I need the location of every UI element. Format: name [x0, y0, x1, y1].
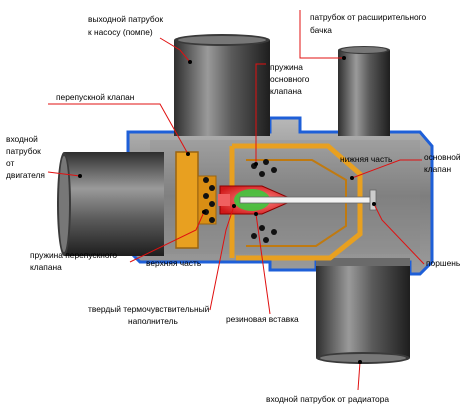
label-main-valve-spring: пружина основного клапана: [254, 62, 310, 166]
label-spring-line-3: клапана: [270, 86, 302, 96]
label-engine-line-3: от: [6, 158, 14, 168]
label-spring-line-1: пружина: [270, 62, 303, 72]
label-engine-line-1: входной: [6, 134, 38, 144]
label-filler-line-2: наполнитель: [128, 316, 178, 326]
main-valve-spring: [251, 159, 277, 243]
label-outlet-line-1: выходной патрубок: [88, 14, 163, 24]
label-rubber-insert: резиновая вставка: [226, 212, 299, 324]
label-piston: поршень: [372, 202, 461, 268]
radiator-inlet-pipe: [316, 258, 410, 364]
label-piston-text: поршень: [426, 258, 461, 268]
label-outlet-line-2: к насосу (помпе): [88, 27, 153, 37]
label-spring-line-2: основного: [270, 74, 310, 84]
piston-rod: [239, 189, 377, 211]
expansion-tank-pipe: [338, 46, 390, 136]
label-main-valve: основной клапан: [350, 152, 461, 180]
label-main-valve-line-2: клапан: [424, 164, 451, 174]
label-rubber-insert-text: резиновая вставка: [226, 314, 299, 324]
engine-inlet-pipe: [57, 152, 164, 256]
label-bypass-valve-text: перепускной клапан: [56, 92, 135, 102]
outlet-pipe-to-pump: [174, 34, 270, 136]
label-engine-line-2: патрубок: [6, 146, 41, 156]
label-filler-line-1: твердый термочувствительный: [88, 304, 210, 314]
label-lower-part-text: нижняя часть: [340, 154, 393, 164]
label-upper-part: верхняя часть: [146, 258, 202, 268]
label-bypass-spring-line-2: клапана: [30, 262, 62, 272]
label-bypass-spring-line-1: пружина перепускного: [30, 250, 117, 260]
label-tank-line-1: патрубок от расширительного: [310, 12, 427, 22]
label-solid-filler: твердый термочувствительный наполнитель: [88, 204, 236, 326]
label-lower-part: нижняя часть: [340, 154, 393, 164]
label-tank-line-2: бачка: [310, 25, 332, 35]
label-expansion-tank: патрубок от расширительного бачка: [299, 10, 427, 60]
label-engine-line-4: двигателя: [6, 170, 45, 180]
label-outlet-to-pump: выходной патрубок к насосу (помпе): [88, 14, 192, 64]
label-radiator-text: входной патрубок от радиатора: [266, 394, 389, 404]
label-bypass-spring: пружина перепускного клапана: [30, 210, 206, 272]
label-bypass-valve: перепускной клапан: [48, 92, 190, 156]
label-engine-inlet: входной патрубок от двигателя: [6, 134, 82, 180]
label-upper-part-text: верхняя часть: [146, 258, 202, 268]
label-main-valve-line-1: основной: [424, 152, 461, 162]
label-radiator-inlet: входной патрубок от радиатора: [266, 360, 389, 404]
